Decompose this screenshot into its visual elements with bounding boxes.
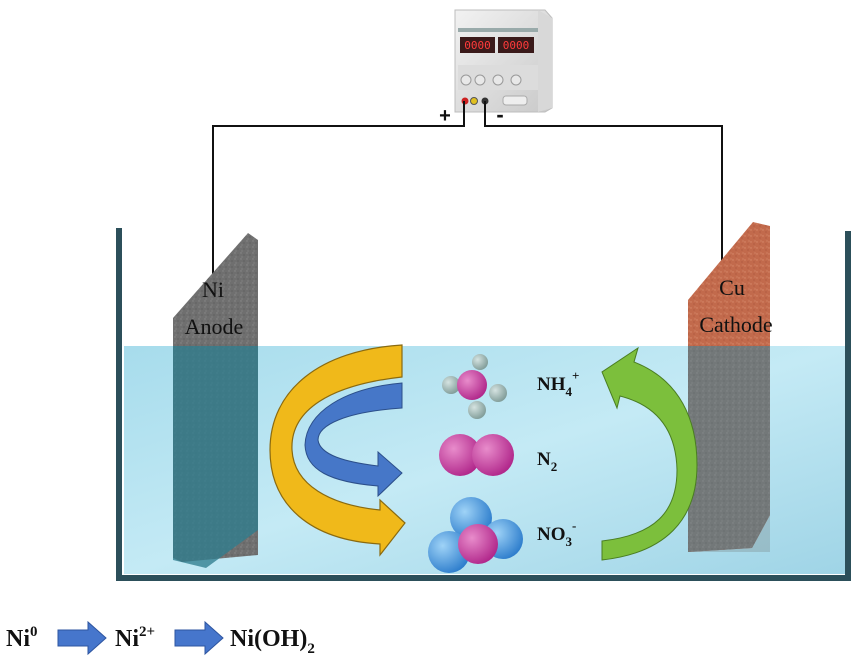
power-supply-side (538, 10, 552, 112)
blue-arrow-icon (304, 382, 403, 498)
reaction-step-nioh2: Ni(OH)2 (230, 626, 315, 657)
display-left (460, 37, 495, 53)
nitrogen-atom (439, 434, 481, 476)
green-arrow-icon (601, 346, 698, 561)
cathode-role-label: Cathode (699, 312, 772, 337)
anode-role-label: Anode (185, 314, 244, 339)
nickel-oxidation-sequence: Ni0 Ni2+ Ni(OH)2 (6, 620, 315, 657)
ammonium-molecule-icon (442, 354, 507, 419)
circuit-wires: + - (212, 101, 723, 282)
display-right (498, 37, 534, 53)
species-label-n2: N2 (537, 449, 557, 474)
power-supply-label-strip (458, 28, 538, 32)
nitrogen-atom (458, 524, 498, 564)
display-left-value: 0000 (464, 39, 491, 52)
anode-material-label: Ni (202, 277, 224, 302)
hydrogen-atom (472, 354, 488, 370)
reaction-step-ni0: Ni0 (6, 624, 38, 652)
nickel-anode: Ni Anode (173, 233, 258, 568)
knob[interactable] (492, 74, 504, 86)
hydrogen-atom (489, 384, 507, 402)
cathode-submerged (688, 346, 770, 552)
reaction-step-ni2: Ni2+ (115, 624, 155, 652)
tank-walls (116, 228, 851, 581)
species-label-nh4: NH4+ (537, 368, 579, 399)
anode-wire (212, 101, 465, 282)
knob[interactable] (510, 74, 522, 86)
knob[interactable] (460, 74, 472, 86)
yellow-arrow-icon (269, 344, 406, 557)
display-right-value: 0000 (503, 39, 530, 52)
hydrogen-atom (468, 401, 486, 419)
nitrogen-atom (457, 370, 487, 400)
species-label-no3: NO3- (537, 518, 576, 549)
nitrogen-molecule-icon (439, 434, 514, 476)
copper-cathode: Cu Cathode (688, 222, 773, 552)
cathode-submerged-tint (688, 346, 770, 552)
anode-submerged (173, 346, 258, 568)
process-arrow-icon (174, 620, 224, 656)
cathode-material-label: Cu (719, 275, 745, 300)
cathode-wire (484, 101, 723, 268)
nitrate-molecule-icon (428, 497, 523, 573)
knob[interactable] (474, 74, 486, 86)
process-arrow-icon (57, 620, 107, 656)
negative-sign: - (496, 102, 503, 127)
ground-terminal-jack[interactable] (470, 97, 478, 105)
power-switch[interactable] (502, 95, 528, 106)
hydrogen-atom (442, 376, 460, 394)
nitrogen-atom (472, 434, 514, 476)
dc-power-supply: 0000 0000 (454, 9, 553, 113)
positive-sign: + (439, 105, 451, 127)
electrolysis-tank (116, 228, 851, 581)
